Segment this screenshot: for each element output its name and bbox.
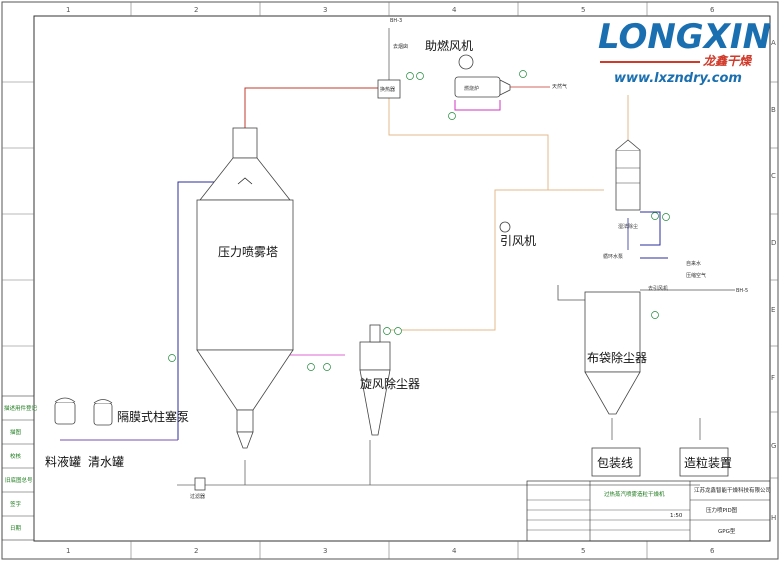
pulse-fan-label: 去引风机 <box>648 285 668 292</box>
logo-url: www.lxzndry.com <box>614 71 742 86</box>
title-code: GPG型 <box>718 527 736 535</box>
filter-label: 过滤器 <box>190 493 205 500</box>
row-label-c: C <box>771 172 776 180</box>
col-label-2-bottom: 2 <box>194 547 198 555</box>
company-logo: LONGXIN 龙鑫干燥 www.lxzndry.com <box>598 17 771 86</box>
inner-frame <box>33 15 771 542</box>
col-label-3-bottom: 3 <box>323 547 327 555</box>
row-label-a: A <box>771 39 776 47</box>
packing-line-box <box>591 447 641 477</box>
burner-fan-label: 助燃风机 <box>425 38 473 53</box>
heat-exchanger <box>377 79 401 99</box>
left-table-cell-4: 旧底图总号 <box>5 476 33 484</box>
title-main: 过热蒸汽喷雾造粒干燥机 <box>604 490 665 498</box>
induced-fan-label: 引风机 <box>500 234 536 248</box>
bag-filter-label: 布袋除尘器 <box>587 350 647 365</box>
left-table-cell-1: 描述用件登记 <box>4 404 38 412</box>
top-tag: BH-3 <box>390 18 402 24</box>
gas-label: 天然气 <box>552 83 567 90</box>
instrument-bubbles <box>168 70 670 371</box>
col-label-3: 3 <box>323 6 327 14</box>
top-tag2: 去烟囱 <box>393 43 408 50</box>
feed-tank-label: 料液罐 <box>45 454 81 469</box>
heat-exchanger-label: 换热器 <box>380 86 395 93</box>
col-label-1: 1 <box>66 6 70 14</box>
scrubber-tower <box>615 139 641 211</box>
col-label-5-bottom: 5 <box>581 547 585 555</box>
left-table-cell-5: 签字 <box>10 500 22 508</box>
feed-tank <box>54 397 76 425</box>
col-label-4: 4 <box>452 6 457 14</box>
left-table-cell-6: 日期 <box>10 525 22 532</box>
diaphragm-pump-label: 隔膜式柱塞泵 <box>117 409 189 424</box>
title-scale: 1:50 <box>670 513 683 519</box>
row-label-h: H <box>771 514 776 522</box>
col-label-4-bottom: 4 <box>452 547 457 555</box>
furnace-label: 燃烧炉 <box>464 85 479 92</box>
title-block <box>526 480 771 542</box>
granulator-box <box>679 447 729 477</box>
left-revision-table: 描述用件登记 描图 校核 旧底图总号 签字 日期 <box>1 395 38 541</box>
furnace-pipe <box>454 100 501 111</box>
left-table-cell-3: 校核 <box>10 452 22 460</box>
row-label-e: E <box>771 306 775 314</box>
hot-air-pipe <box>244 87 378 128</box>
row-label-d: D <box>771 239 776 247</box>
row-label-b: B <box>771 106 776 114</box>
title-drawing: 压力喷PID图 <box>706 506 738 514</box>
col-label-2: 2 <box>194 6 198 14</box>
induced-fan <box>499 221 511 233</box>
col-label-1-bottom: 1 <box>66 547 70 555</box>
induced-fan-pipe <box>390 189 548 331</box>
water-tank <box>93 399 113 426</box>
title-company: 江苏龙鑫智能干燥科技有限公司 <box>694 486 771 494</box>
tap-water-label: 自来水 <box>686 260 701 267</box>
spray-tower <box>196 127 294 449</box>
filter <box>194 477 206 491</box>
scrubber-pump-label: 循环水泵 <box>603 253 623 260</box>
col-label-6: 6 <box>710 6 715 14</box>
furnace <box>454 76 511 98</box>
cyclone-separator <box>359 324 391 436</box>
bag-filter <box>584 291 641 415</box>
cyclone-label: 旋风除尘器 <box>360 376 420 391</box>
col-label-5: 5 <box>581 6 585 14</box>
row-label-g: G <box>771 442 776 450</box>
recycle-pipe <box>388 98 549 190</box>
water-tank-label: 清水罐 <box>88 455 124 469</box>
left-table-cell-2: 描图 <box>10 428 22 436</box>
packing-line-label: 包装线 <box>597 456 633 470</box>
logo-brand-cn: 龙鑫干燥 <box>702 54 753 68</box>
row-label-f: F <box>771 374 775 382</box>
spray-tower-label: 压力喷雾塔 <box>218 245 278 259</box>
compressed-air-label: 压缩空气 <box>686 272 706 279</box>
scrubber-label: 湿法除尘 <box>618 223 638 230</box>
logo-brand: LONGXIN <box>598 17 771 57</box>
bag-out-label: BH-5 <box>736 288 748 294</box>
granulator-label: 造粒装置 <box>684 455 732 470</box>
col-label-6-bottom: 6 <box>710 547 715 555</box>
burner-fan <box>458 54 474 70</box>
